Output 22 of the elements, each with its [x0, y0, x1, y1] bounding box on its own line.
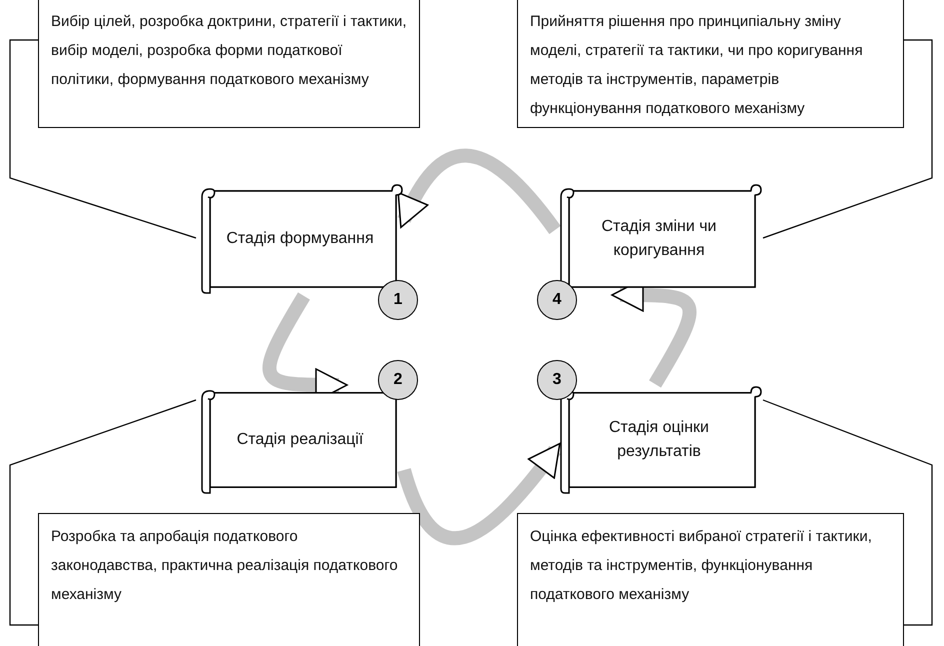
description-text: Розробка та апробація податкового законодавства, практична реалізація податкового механізму — [51, 528, 398, 603]
stage-label: Стадія зміни чи коригування — [600, 217, 718, 261]
description-text: Прийняття рішення про принципіальну зміну моделі, стратегії та тактики, чи про коригування методів та інструментів, параметрів функціонування податкового механізму — [530, 13, 863, 117]
description-box — [517, 513, 904, 646]
stage-label: Стадія формування — [225, 229, 375, 249]
description-text: Оцінка ефективності вибраної стратегії і тактики, методів та інструментів, функціонування податкового механізму — [530, 528, 872, 603]
stage-label: Стадія реалізації — [236, 430, 364, 450]
description-box — [38, 513, 420, 646]
bracket-connector — [9, 399, 196, 626]
description-text: Вибір цілей, розробка доктрини, стратегії і тактики, вибір моделі, розробка форми податкової політики, формування податкового механізму — [51, 13, 407, 88]
step-number: 3 — [537, 360, 577, 400]
bracket-connector — [762, 39, 933, 239]
bracket-connector — [9, 39, 196, 239]
step-number: 4 — [537, 280, 577, 320]
description-box — [517, 0, 904, 128]
bracket-connector — [762, 399, 933, 626]
description-box — [38, 0, 420, 128]
curved-arrow — [397, 442, 561, 546]
stage-label: Стадія оцінки результатів — [608, 418, 710, 462]
step-number: 1 — [378, 280, 418, 320]
curved-arrow — [398, 148, 561, 234]
step-number: 2 — [378, 360, 418, 400]
